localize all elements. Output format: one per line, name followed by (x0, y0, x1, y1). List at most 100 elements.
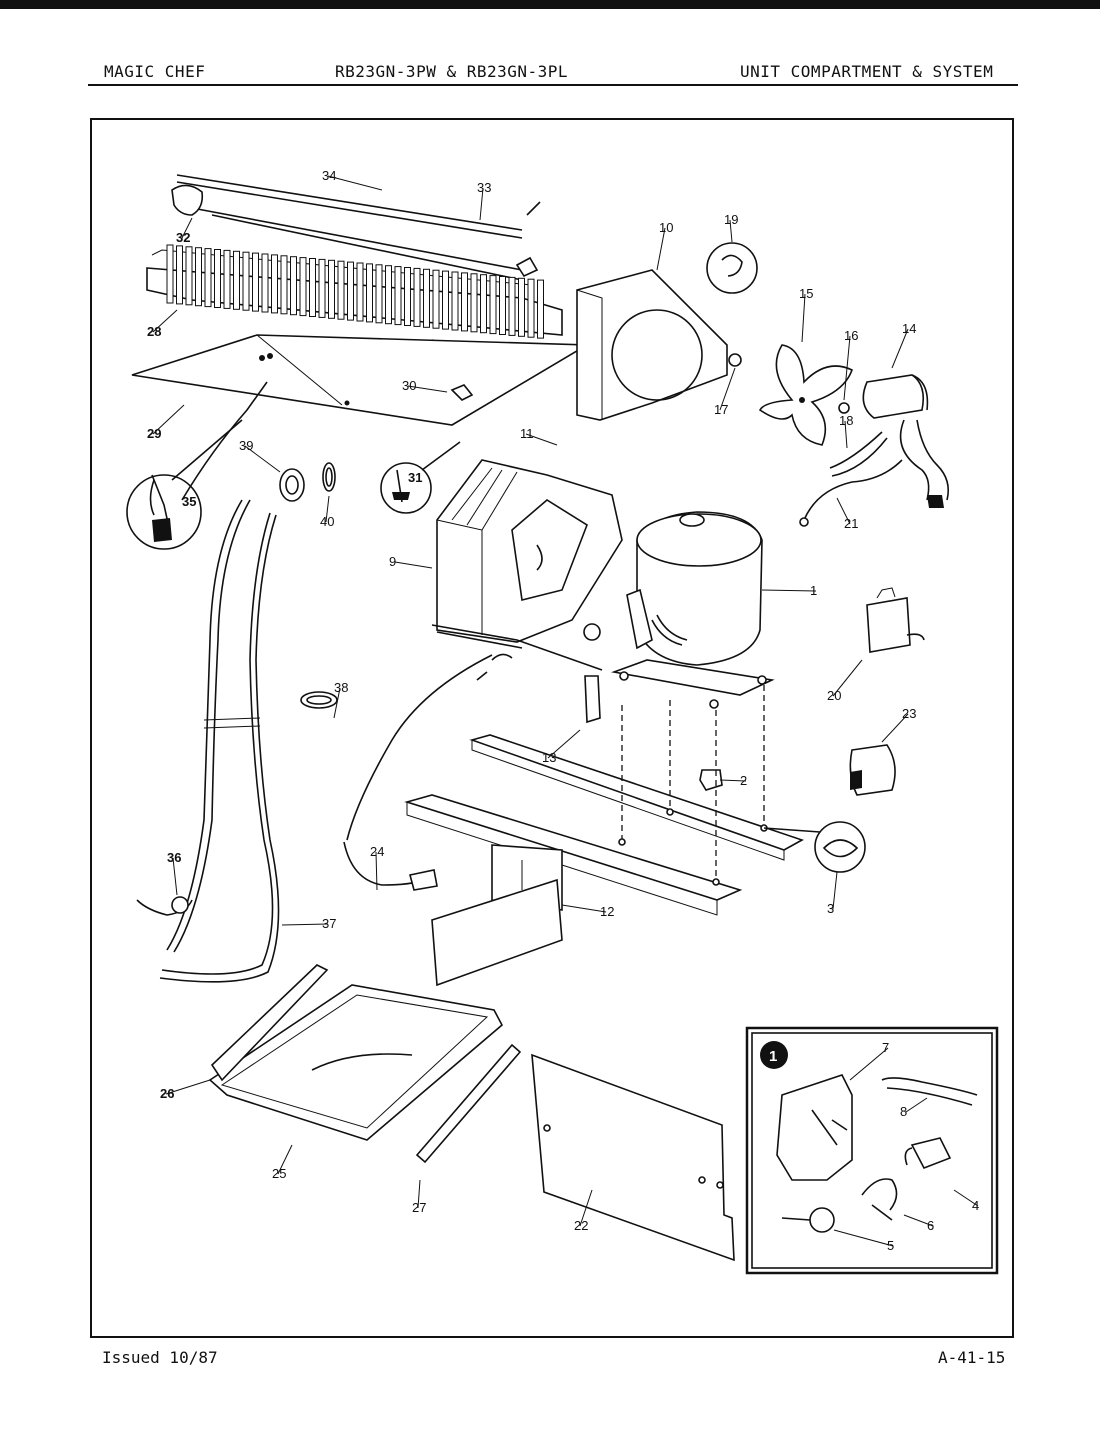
leader-line-14 (891, 328, 909, 369)
detail-circle-3 (763, 821, 866, 873)
condenser-fin (223, 249, 231, 309)
callout-35: 35 (182, 494, 196, 509)
callout-31: 31 (408, 470, 422, 485)
callout-29: 29 (147, 426, 161, 441)
condenser-fin (375, 264, 383, 324)
issued-date: Issued 10/87 (102, 1348, 218, 1367)
leader-line-21 (836, 497, 851, 525)
condenser-fin (280, 255, 288, 315)
leader-line-22 (579, 1189, 593, 1227)
leader-lines (152, 175, 979, 1247)
condenser-fin (404, 267, 411, 326)
callout-22: 22 (574, 1218, 588, 1233)
diagram-frame (90, 118, 1014, 1338)
callout-10: 10 (659, 220, 673, 235)
relay (849, 744, 896, 796)
condenser-fin (423, 268, 430, 328)
header-rule (88, 84, 1018, 86)
callout-38: 38 (334, 680, 348, 695)
top-border-bar (0, 0, 1100, 9)
callout-27: 27 (412, 1200, 426, 1215)
condenser-fin (347, 261, 354, 321)
callout-12: 12 (600, 904, 614, 919)
leader-line-7 (849, 1047, 889, 1081)
leader-line-24 (375, 851, 378, 891)
leader-line-37 (281, 923, 329, 926)
callout-21: 21 (844, 516, 858, 531)
leader-line-30 (407, 385, 448, 393)
leader-line-39 (244, 445, 281, 473)
condenser-fin (318, 258, 326, 318)
condenser-fin (413, 267, 421, 327)
condenser-fin (214, 249, 221, 308)
leader-line-25 (277, 1144, 293, 1175)
condenser-fin (176, 245, 183, 305)
callout-28: 28 (147, 324, 161, 339)
callout-34: 34 (322, 168, 336, 183)
callout-16: 16 (844, 328, 858, 343)
callout-4: 4 (972, 1198, 979, 1213)
callout-13: 13 (542, 750, 556, 765)
leader-line-6 (903, 1214, 934, 1227)
condenser-fin (309, 258, 316, 317)
condenser-fin (442, 270, 449, 330)
leader-line-4 (953, 1189, 979, 1207)
leader-line-1 (761, 589, 817, 592)
leader-line-27 (417, 1179, 421, 1209)
callout-26: 26 (160, 1086, 174, 1101)
condenser-fin (480, 274, 487, 334)
leader-line-29 (152, 404, 185, 435)
fan-blade (728, 344, 853, 446)
drier-and-power-cord (343, 653, 601, 891)
leader-line-40 (325, 495, 330, 523)
leader-line-10 (656, 227, 666, 271)
fan-shroud (576, 242, 758, 421)
leader-line-16 (843, 335, 851, 401)
condenser-fin (508, 276, 516, 336)
callout-labels: 1234567891011121314151617181920212223242… (147, 168, 979, 1253)
condenser-fin (499, 276, 506, 335)
callout-32: 32 (176, 230, 190, 245)
condenser-fin (537, 279, 544, 339)
callout-17: 17 (714, 402, 728, 417)
callout-2: 2 (740, 773, 747, 788)
callout-5: 5 (887, 1238, 894, 1253)
condenser-fin (461, 272, 468, 332)
capacitor (866, 587, 925, 653)
condenser-fin (394, 266, 402, 326)
callout-24: 24 (370, 844, 384, 859)
drain-pan (208, 964, 522, 1164)
model-numbers: RB23GN-3PW & RB23GN-3PL (335, 62, 569, 81)
leader-line-19 (729, 219, 733, 243)
condenser-fin (432, 269, 440, 329)
callout-18: 18 (839, 413, 853, 428)
condenser-fin (366, 263, 373, 323)
leader-line-34 (327, 175, 383, 191)
leader-line-33 (479, 187, 484, 221)
exploded-parts-diagram: 1 (126, 168, 999, 1275)
condenser-fin (204, 248, 212, 308)
condenser-fin (271, 254, 278, 314)
callout-40: 40 (320, 514, 334, 529)
callout-15: 15 (799, 286, 813, 301)
condenser-coil (146, 174, 563, 360)
leader-line-5 (833, 1229, 894, 1247)
condenser-fin (527, 278, 535, 338)
page-code: A-41-15 (938, 1348, 1006, 1367)
leader-line-26 (165, 1079, 211, 1095)
brand-name: MAGIC CHEF (104, 62, 206, 81)
leader-line-12 (561, 904, 607, 913)
leader-line-28 (152, 309, 178, 333)
detail-circle-35 (126, 381, 268, 550)
callout-37: 37 (322, 916, 336, 931)
access-panel (531, 1053, 735, 1262)
callout-3: 3 (827, 901, 834, 916)
svg-text:1: 1 (586, 625, 593, 640)
condenser-cover-plate (131, 334, 590, 426)
callout-23: 23 (902, 706, 916, 721)
callout-33: 33 (477, 180, 491, 195)
condenser-fin (337, 260, 345, 320)
callout-14: 14 (902, 321, 916, 336)
callout-25: 25 (272, 1166, 286, 1181)
leader-line-11 (525, 433, 558, 446)
